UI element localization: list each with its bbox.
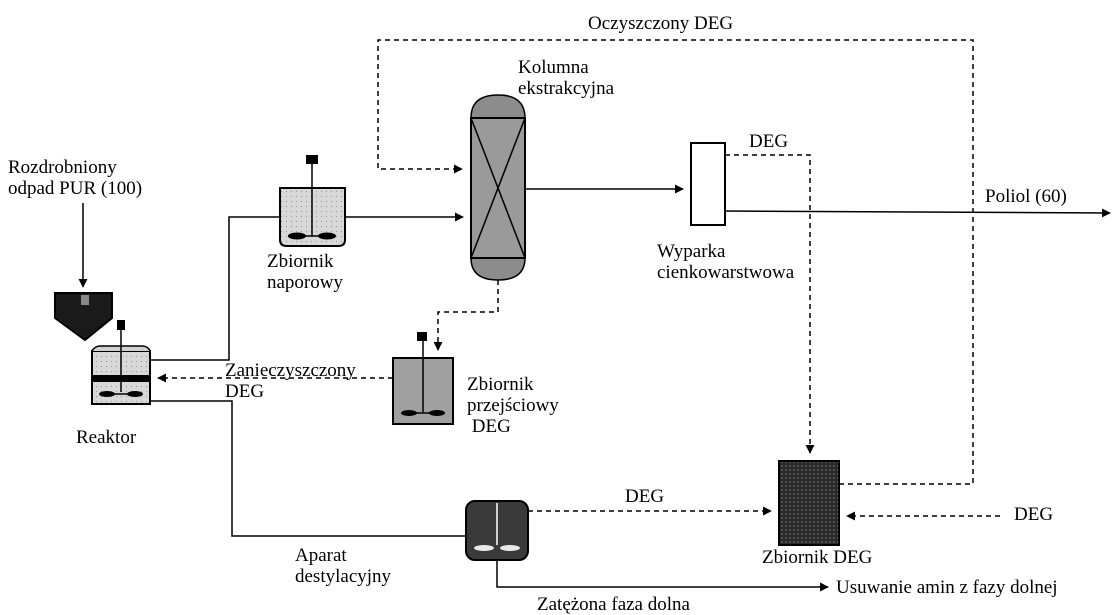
reactor-label: Reaktor	[76, 427, 137, 448]
pressure-tank-label: Zbiornik naporowy	[267, 251, 343, 293]
extraction-column-label: Kolumna ekstrakcyjna	[518, 57, 615, 99]
purified-deg-label: Oczyszczony DEG	[588, 13, 734, 34]
transition-tank	[392, 332, 454, 425]
deg-input-label: DEG	[1014, 504, 1054, 525]
amine-removal-label: Usuwanie amin z fazy dolnej	[836, 577, 1058, 598]
reactor-vessel	[91, 320, 151, 405]
polyol-output-label: Poliol (60)	[985, 186, 1067, 207]
thin-film-evaporator	[690, 142, 726, 226]
feed-material-label: Rozdrobniony odpad PUR (100)	[8, 157, 143, 199]
pressure-tank	[279, 155, 346, 247]
distillation-apparatus	[465, 500, 529, 561]
solid-process-lines	[150, 184, 1111, 592]
distillation-apparatus-label: Aparat destylacyjny	[295, 545, 392, 587]
distillation-deg-label: DEG	[625, 486, 665, 507]
thin-film-evaporator-label: Wyparka cienkowarstwowa	[657, 241, 795, 283]
extraction-column	[470, 94, 526, 281]
concentrated-bottoms-label: Zatężona faza dolna	[537, 594, 690, 615]
contaminated-deg-label: Zanieczyszczony DEG	[225, 360, 356, 402]
hopper-equipment	[54, 292, 113, 342]
deg-tank	[778, 460, 840, 546]
transition-tank-label: Zbiornik przejściowy DEG	[467, 374, 559, 437]
evaporator-deg-label: DEG	[749, 131, 789, 152]
dashed-process-lines	[157, 39, 1000, 521]
deg-tank-label: Zbiornik DEG	[762, 547, 873, 568]
